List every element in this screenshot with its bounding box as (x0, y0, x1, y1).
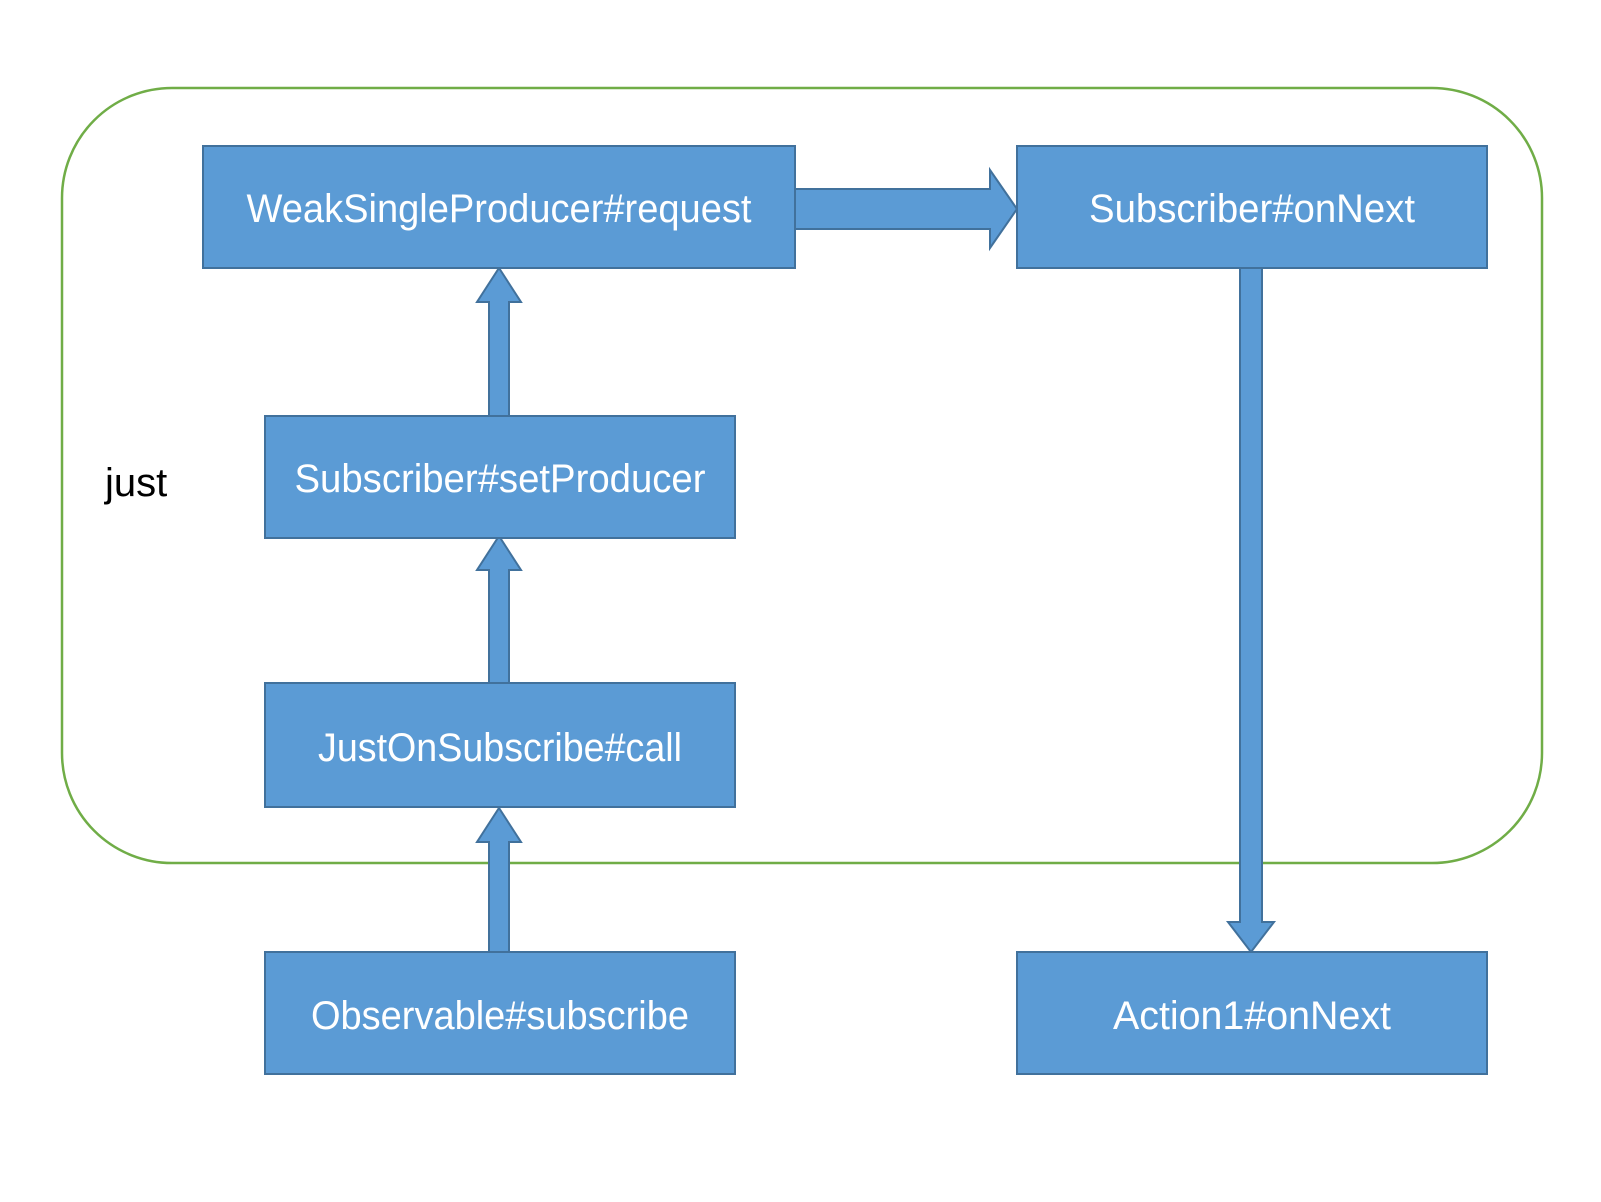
arrow-request-to-on-next (794, 166, 1019, 252)
node-subscriber-set-producer: Subscriber#setProducer (264, 415, 736, 539)
node-just-on-subscribe-call: JustOnSubscribe#call (264, 682, 736, 808)
just-group-label: just (104, 461, 167, 505)
node-label-action1-on-next: Action1#onNext (1113, 994, 1391, 1038)
node-action1-on-next: Action1#onNext (1016, 951, 1488, 1075)
arrow-set-producer-to-request (475, 266, 523, 417)
node-label-subscriber-on-next: Subscriber#onNext (1089, 187, 1415, 231)
node-label-just-on-subscribe-call: JustOnSubscribe#call (318, 726, 682, 770)
node-label-weak-single-producer-request: WeakSingleProducer#request (247, 187, 752, 231)
arrow-on-next-to-action1 (1225, 267, 1277, 954)
arrow-subscribe-to-call (475, 806, 523, 953)
node-label-observable-subscribe: Observable#subscribe (311, 994, 689, 1038)
node-subscriber-on-next: Subscriber#onNext (1016, 145, 1488, 269)
node-label-subscriber-set-producer: Subscriber#setProducer (295, 457, 706, 501)
arrow-call-to-set-producer (475, 534, 523, 684)
just-group-container (60, 86, 1544, 865)
node-observable-subscribe: Observable#subscribe (264, 951, 736, 1075)
node-weak-single-producer-request: WeakSingleProducer#request (202, 145, 796, 269)
